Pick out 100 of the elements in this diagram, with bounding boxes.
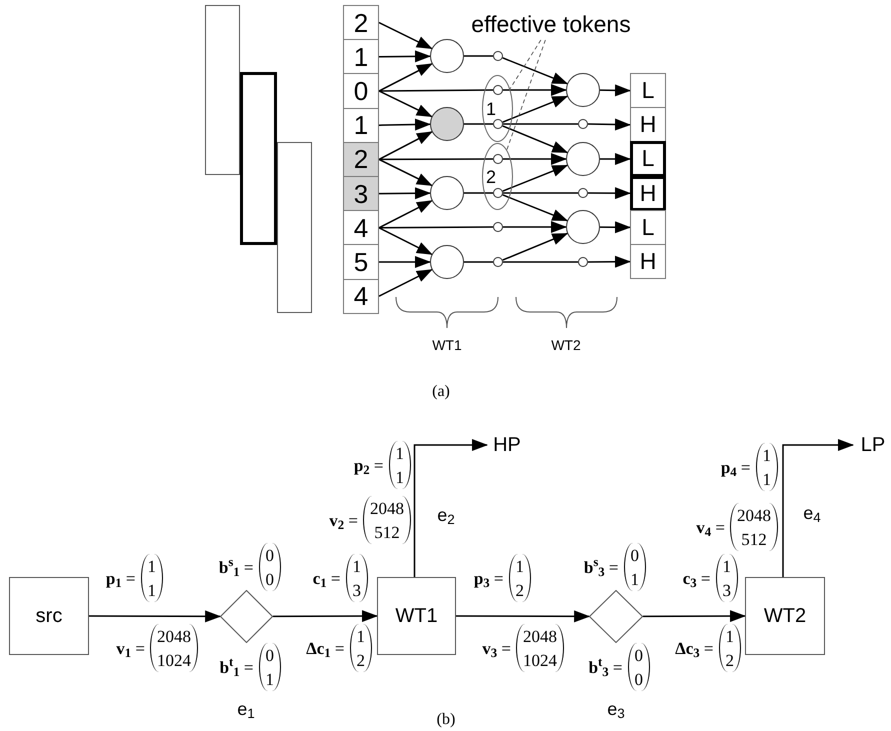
connector-line bbox=[379, 226, 493, 229]
vector-entry: 2 bbox=[726, 652, 734, 668]
equation-symbol: v$_{4}$ = bbox=[696, 518, 725, 536]
arrow bbox=[588, 187, 631, 200]
vector-entry: 512 bbox=[374, 524, 400, 540]
connector-line bbox=[503, 261, 578, 263]
output-cell: L bbox=[630, 73, 666, 108]
equation-symbol: b$^{s}$$_{3}$ = bbox=[584, 558, 618, 576]
decision-diamond bbox=[220, 590, 273, 643]
leader-line bbox=[506, 40, 546, 150]
vector-entry: 1 bbox=[726, 628, 734, 644]
arrow bbox=[272, 610, 378, 622]
arrow bbox=[379, 187, 431, 200]
connector-line bbox=[503, 123, 578, 125]
node-caption: e$_{3}$ bbox=[607, 700, 625, 718]
output-cell: L bbox=[630, 210, 666, 245]
subfigure-label: (a) bbox=[432, 384, 450, 400]
arrow bbox=[503, 84, 567, 96]
vector-entry: 1 bbox=[266, 670, 274, 688]
arrow bbox=[502, 96, 568, 123]
brace-label: WT1 bbox=[432, 338, 462, 352]
equation-symbol: v$_{1}$ = bbox=[116, 640, 145, 656]
arrow bbox=[379, 256, 431, 268]
vector-entry: 1 bbox=[516, 558, 524, 574]
value-cell: 1 bbox=[343, 108, 379, 143]
process-box: WT2 bbox=[745, 577, 825, 655]
equation-symbol: b$^{t}$$_{1}$ = bbox=[220, 658, 254, 676]
vector-entry: 1024 bbox=[157, 652, 191, 668]
arrow bbox=[378, 90, 433, 118]
arrow bbox=[600, 153, 631, 165]
arrow bbox=[502, 232, 568, 261]
connector-line bbox=[464, 55, 493, 57]
edge-name: e$_{4}$ bbox=[803, 504, 821, 522]
arrow bbox=[378, 227, 433, 256]
connector-line bbox=[464, 192, 493, 194]
equation-symbol: b$^{s}$$_{1}$ = bbox=[218, 558, 254, 576]
arrow bbox=[378, 131, 433, 160]
vector-entry: 1 bbox=[396, 468, 404, 486]
value-cell: 5 bbox=[343, 244, 379, 280]
equation-symbol: b$^{t}$$_{3}$ = bbox=[588, 658, 622, 676]
group-number: 1 bbox=[486, 100, 496, 118]
value-cell: 0 bbox=[343, 73, 379, 109]
tall-rectangle bbox=[240, 72, 277, 245]
arrow bbox=[378, 22, 433, 50]
vector-entry: 1 bbox=[762, 470, 771, 488]
vector-entry: 0 bbox=[266, 546, 274, 564]
vector-entry: 2048 bbox=[523, 628, 557, 644]
vector-entry: 2048 bbox=[157, 628, 191, 644]
arrow bbox=[782, 439, 854, 577]
vector-entry: 1024 bbox=[523, 652, 557, 668]
output-cell: H bbox=[630, 107, 666, 142]
tall-rectangle bbox=[205, 5, 240, 175]
value-cell: 2 bbox=[343, 142, 379, 177]
equation-symbol: c$_{1}$ = bbox=[312, 570, 340, 586]
arrow bbox=[502, 164, 568, 192]
vector-entry: 0 bbox=[266, 570, 274, 588]
connector-line bbox=[464, 123, 493, 125]
connector-line bbox=[464, 261, 493, 263]
arrow bbox=[503, 153, 567, 165]
arrow bbox=[502, 125, 568, 154]
equation-symbol: Δc$_{1}$ = bbox=[306, 640, 344, 656]
arrow bbox=[89, 610, 222, 622]
equation-symbol: p$_{4}$ = bbox=[720, 458, 750, 476]
vector-entry: 0 bbox=[266, 646, 274, 664]
callout-text: effective tokens bbox=[455, 8, 647, 40]
value-cell: 4 bbox=[343, 210, 379, 246]
arrow bbox=[378, 268, 433, 297]
vector-entry: 1 bbox=[148, 582, 156, 598]
vector-entry: 1 bbox=[356, 628, 365, 644]
arrow bbox=[502, 57, 568, 84]
arrow bbox=[502, 194, 568, 222]
vector-entry: 2 bbox=[356, 652, 365, 668]
arrow bbox=[588, 118, 631, 131]
equation-symbol: Δc$_{3}$ = bbox=[675, 640, 714, 656]
arrow bbox=[503, 221, 567, 233]
connector-line bbox=[379, 89, 493, 92]
vector-entry: 1 bbox=[148, 558, 156, 574]
arrow bbox=[378, 118, 431, 131]
vector-entry: 1 bbox=[762, 446, 771, 464]
group-ellipse bbox=[482, 75, 513, 142]
value-cell: 2 bbox=[343, 5, 379, 40]
brace-label: WT2 bbox=[551, 338, 581, 352]
vector-entry: 1 bbox=[630, 570, 639, 588]
subfigure-label: (b) bbox=[436, 712, 456, 728]
tall-rectangle bbox=[277, 142, 312, 313]
arrow bbox=[456, 610, 590, 622]
value-cell: 1 bbox=[343, 39, 379, 74]
arrow bbox=[378, 158, 433, 186]
equation-symbol: p$_{1}$ = bbox=[106, 570, 136, 586]
output-cell: L bbox=[630, 141, 666, 177]
arrow bbox=[379, 50, 431, 62]
vector-entry: 2 bbox=[516, 582, 524, 598]
connector-line bbox=[379, 158, 493, 160]
output-cell: H bbox=[630, 176, 666, 211]
leader-line bbox=[510, 40, 542, 90]
vector-entry: 3 bbox=[352, 582, 361, 598]
equation-symbol: c$_{3}$ = bbox=[682, 570, 710, 586]
equation-symbol: v$_{2}$ = bbox=[329, 512, 358, 528]
connector-line bbox=[503, 192, 578, 194]
vector-entry: 2048 bbox=[737, 506, 771, 524]
